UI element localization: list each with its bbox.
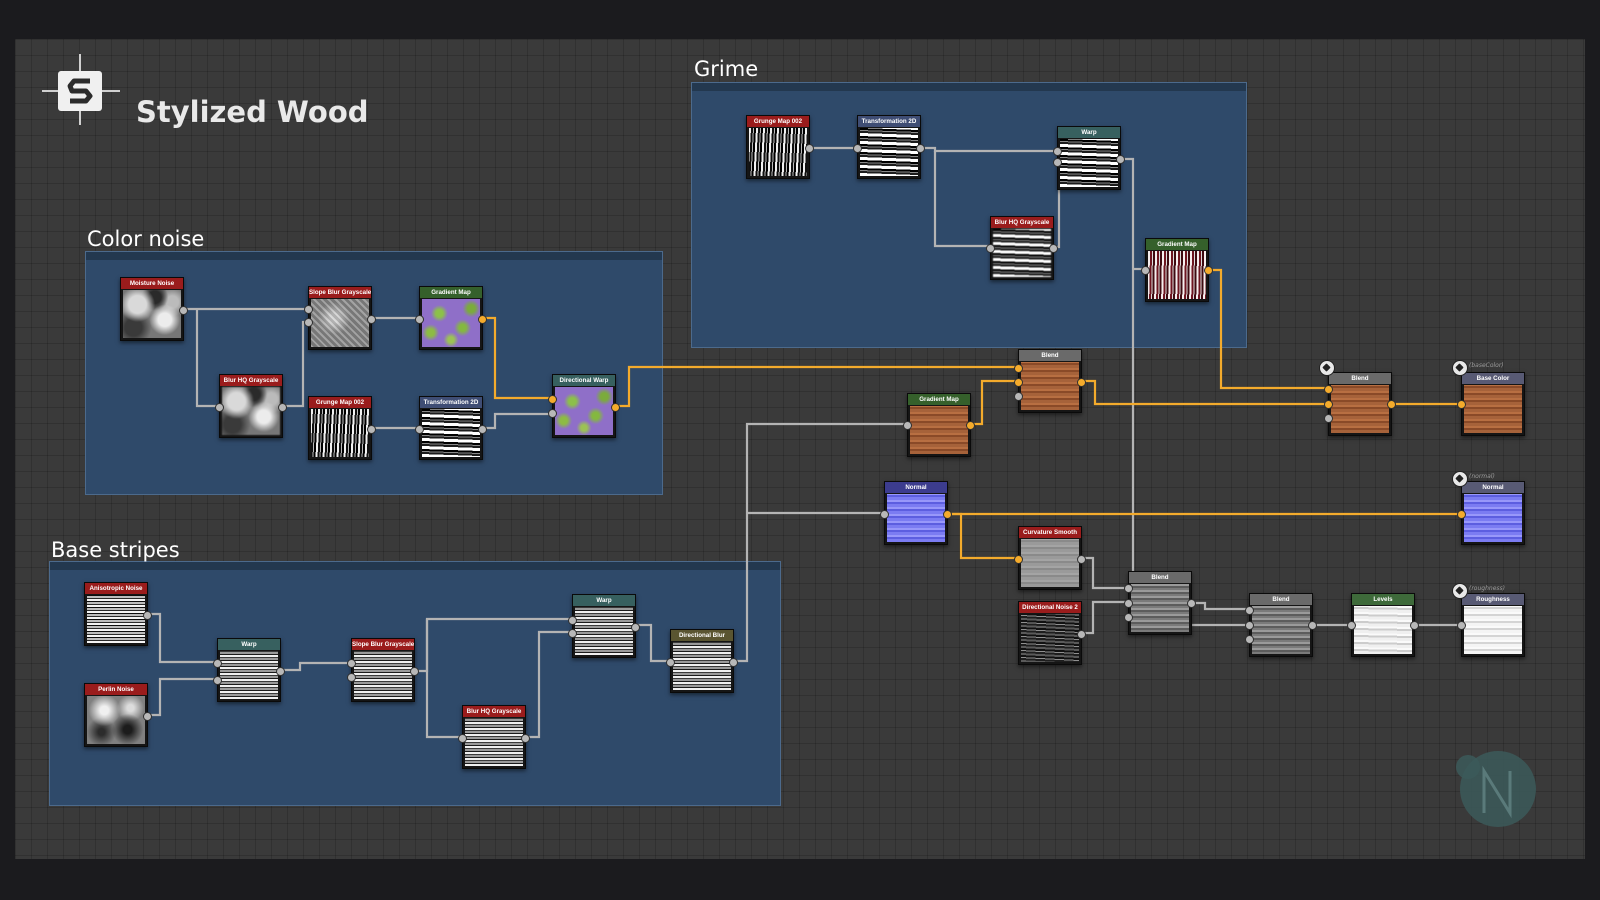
node-transformation-2d[interactable]: Transformation 2D xyxy=(853,115,925,179)
frame-title-color-noise: Color noise xyxy=(87,227,205,251)
output-cube-icon[interactable] xyxy=(1452,471,1468,487)
node-directional-blur[interactable]: Directional Blur xyxy=(666,629,738,693)
node-normal[interactable]: Normal xyxy=(880,481,952,545)
node-gradient-map-grime[interactable]: Gradient Map xyxy=(1141,238,1213,302)
node-slope-blur-grayscale-cn[interactable]: Slope Blur Grayscale xyxy=(304,286,376,350)
node-directional-noise-2[interactable]: Directional Noise 2 xyxy=(1018,601,1086,665)
substance-logo-icon xyxy=(42,54,120,125)
node-blur-hq-grayscale-bs[interactable]: Blur HQ Grayscale xyxy=(458,705,530,769)
graph-connections xyxy=(146,146,1463,739)
node-blend-roughness-1[interactable]: Blend xyxy=(1124,571,1196,635)
node-grunge-map-002[interactable]: Grunge Map 002 xyxy=(746,115,814,179)
node-normal-output[interactable]: Normal xyxy=(1457,481,1525,545)
output-tag-normal: (normal) xyxy=(1469,473,1495,480)
node-levels[interactable]: Levels xyxy=(1347,593,1419,657)
graph-canvas[interactable]: Grime Color noise Base stripes Stylized … xyxy=(15,39,1585,859)
node-curvature-smooth[interactable]: Curvature Smooth xyxy=(1014,526,1086,590)
bookmark-icon[interactable] xyxy=(1319,360,1335,376)
node-warp-bs-2[interactable]: Warp xyxy=(568,594,640,658)
node-warp-grime[interactable]: Warp xyxy=(1053,126,1125,190)
node-grunge-map-002-cn[interactable]: Grunge Map 002 xyxy=(308,396,376,460)
node-blend-final[interactable]: Blend xyxy=(1324,372,1396,436)
output-cube-icon[interactable] xyxy=(1452,583,1468,599)
node-blur-hq-grayscale-cn[interactable]: Blur HQ Grayscale xyxy=(215,374,287,438)
node-blend-roughness-2[interactable]: Blend xyxy=(1245,593,1317,657)
node-warp-bs-1[interactable]: Warp xyxy=(213,638,285,702)
node-base-color-output[interactable]: Base Color xyxy=(1457,372,1525,436)
node-slope-blur-grayscale-bs[interactable]: Slope Blur Grayscale xyxy=(347,638,419,702)
node-perlin-noise[interactable]: Perlin Noise xyxy=(84,683,152,747)
output-tag-base-color: (baseColor) xyxy=(1469,362,1504,369)
node-anisotropic-noise[interactable]: Anisotropic Noise xyxy=(84,582,152,646)
node-gradient-map-wood[interactable]: Gradient Map xyxy=(903,393,975,457)
node-blur-hq-grayscale-grime[interactable]: Blur HQ Grayscale xyxy=(986,216,1058,280)
node-blend-color[interactable]: Blend xyxy=(1014,349,1086,413)
node-transformation-2d-cn[interactable]: Transformation 2D xyxy=(415,396,487,460)
frame-title-base-stripes: Base stripes xyxy=(51,538,180,562)
frame-base-stripes[interactable] xyxy=(49,561,781,806)
n-monogram-icon xyxy=(1456,751,1536,827)
node-directional-warp[interactable]: Directional Warp xyxy=(548,374,620,438)
node-roughness-output[interactable]: Roughness xyxy=(1457,593,1525,657)
graph-title: Stylized Wood xyxy=(136,95,369,129)
output-cube-icon[interactable] xyxy=(1452,360,1468,376)
node-gradient-map-cn[interactable]: Gradient Map xyxy=(415,286,487,350)
frame-title-grime: Grime xyxy=(694,57,759,81)
node-moisture-noise[interactable]: Moisture Noise xyxy=(120,277,188,341)
output-tag-roughness: (roughness) xyxy=(1469,585,1505,592)
